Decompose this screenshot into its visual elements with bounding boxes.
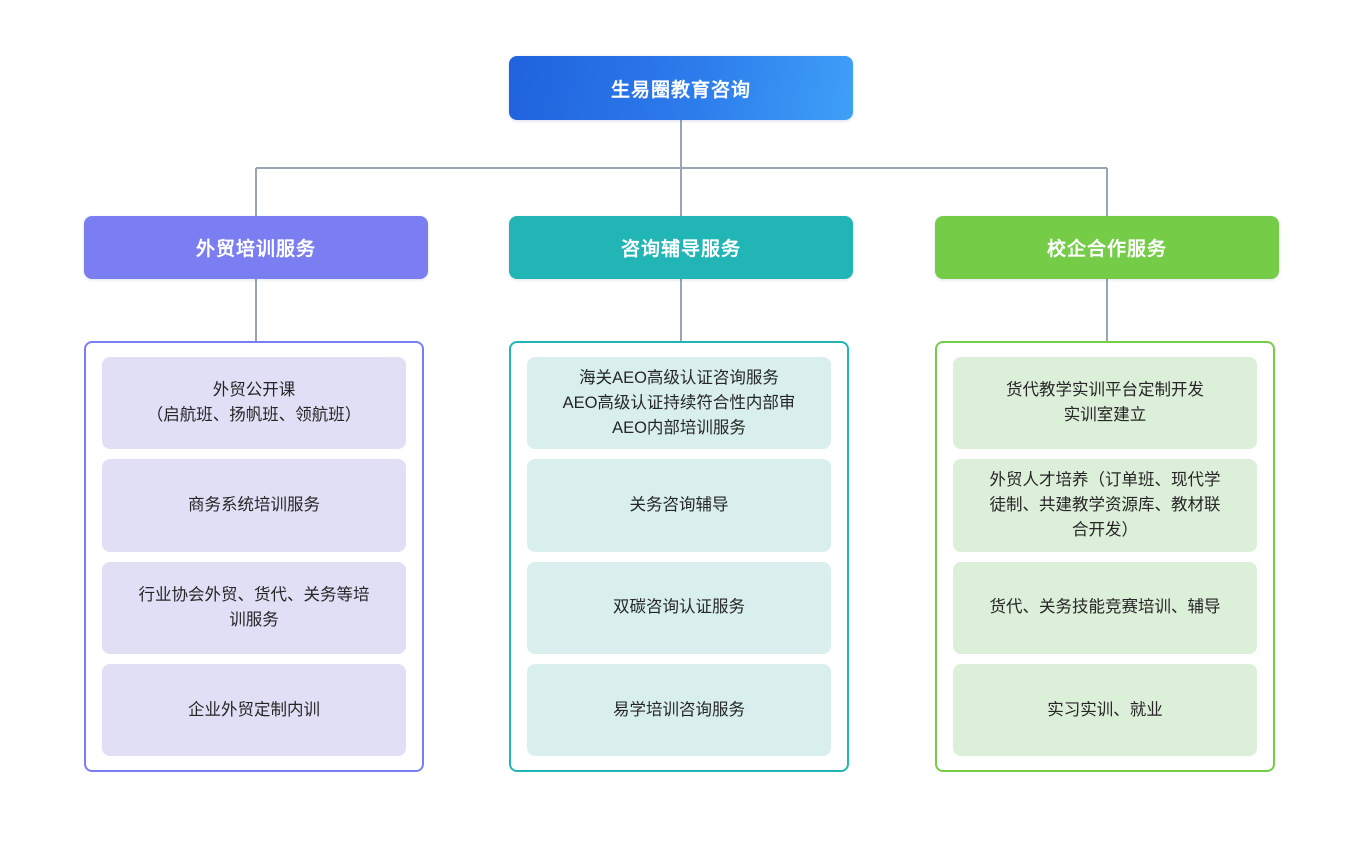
branch-header-training[interactable]: 外贸培训服务	[84, 216, 428, 279]
root-node[interactable]: 生易圈教育咨询	[509, 56, 853, 120]
item-line: 训服务	[229, 610, 279, 629]
branch-training: 外贸培训服务 外贸公开课 （启航班、扬帆班、领航班） 商务系统培训服务 行业协会…	[84, 216, 428, 772]
item-card[interactable]: 易学培训咨询服务	[527, 663, 831, 756]
item-card[interactable]: 行业协会外贸、货代、关务等培 训服务	[102, 561, 406, 654]
item-line: 货代教学实训平台定制开发	[1006, 381, 1204, 400]
item-card[interactable]: 外贸公开课 （启航班、扬帆班、领航班）	[102, 357, 406, 450]
item-line: 实习实训、就业	[1047, 700, 1163, 719]
items-panel-training: 外贸公开课 （启航班、扬帆班、领航班） 商务系统培训服务 行业协会外贸、货代、关…	[84, 341, 424, 772]
item-line: AEO内部培训服务	[612, 418, 746, 437]
item-line: 行业协会外贸、货代、关务等培	[138, 585, 370, 604]
item-line: 外贸人才培养（订单班、现代学	[989, 471, 1221, 490]
branch-header-label: 咨询辅导服务	[620, 239, 741, 260]
root-node-label: 生易圈教育咨询	[610, 79, 751, 101]
branch-header-school-enterprise[interactable]: 校企合作服务	[935, 216, 1279, 279]
item-line: 企业外贸定制内训	[188, 700, 320, 719]
item-line: 合开发）	[1072, 520, 1138, 539]
items-panel-consulting: 海关AEO高级认证咨询服务 AEO高级认证持续符合性内部审 AEO内部培训服务 …	[509, 341, 849, 772]
branch-consulting: 咨询辅导服务 海关AEO高级认证咨询服务 AEO高级认证持续符合性内部审 AEO…	[509, 216, 853, 772]
item-card[interactable]: 实习实训、就业	[953, 663, 1257, 756]
branch-header-consulting[interactable]: 咨询辅导服务	[509, 216, 853, 279]
item-card[interactable]: 货代、关务技能竞赛培训、辅导	[953, 561, 1257, 654]
item-card[interactable]: 海关AEO高级认证咨询服务 AEO高级认证持续符合性内部审 AEO内部培训服务	[527, 357, 831, 450]
item-line: 徒制、共建教学资源库、教材联	[989, 496, 1221, 514]
branch-header-label: 外贸培训服务	[195, 239, 316, 260]
branch-school-enterprise: 校企合作服务 货代教学实训平台定制开发 实训室建立 外贸人才培养（订单班、现代学…	[935, 216, 1279, 772]
item-card[interactable]: 外贸人才培养（订单班、现代学 徒制、共建教学资源库、教材联 合开发）	[953, 459, 1257, 552]
item-line: 双碳咨询认证服务	[613, 598, 745, 617]
item-card[interactable]: 关务咨询辅导	[527, 459, 831, 552]
item-line: 关务咨询辅导	[629, 496, 729, 514]
item-card[interactable]: 企业外贸定制内训	[102, 663, 406, 756]
item-line: AEO高级认证持续符合性内部审	[562, 393, 796, 412]
item-card[interactable]: 商务系统培训服务	[102, 459, 406, 552]
branch-header-label: 校企合作服务	[1046, 239, 1167, 260]
item-card[interactable]: 货代教学实训平台定制开发 实训室建立	[953, 357, 1257, 450]
item-line: 海关AEO高级认证咨询服务	[579, 369, 779, 387]
item-line: 货代、关务技能竞赛培训、辅导	[989, 598, 1221, 617]
item-line: 易学培训咨询服务	[613, 700, 745, 719]
item-line: 商务系统培训服务	[188, 496, 320, 514]
item-line: （启航班、扬帆班、领航班）	[146, 406, 362, 425]
item-line: 外贸公开课	[212, 381, 296, 400]
item-card[interactable]: 双碳咨询认证服务	[527, 561, 831, 654]
items-panel-school-enterprise: 货代教学实训平台定制开发 实训室建立 外贸人才培养（订单班、现代学 徒制、共建教…	[935, 341, 1275, 772]
item-line: 实训室建立	[1063, 406, 1147, 425]
